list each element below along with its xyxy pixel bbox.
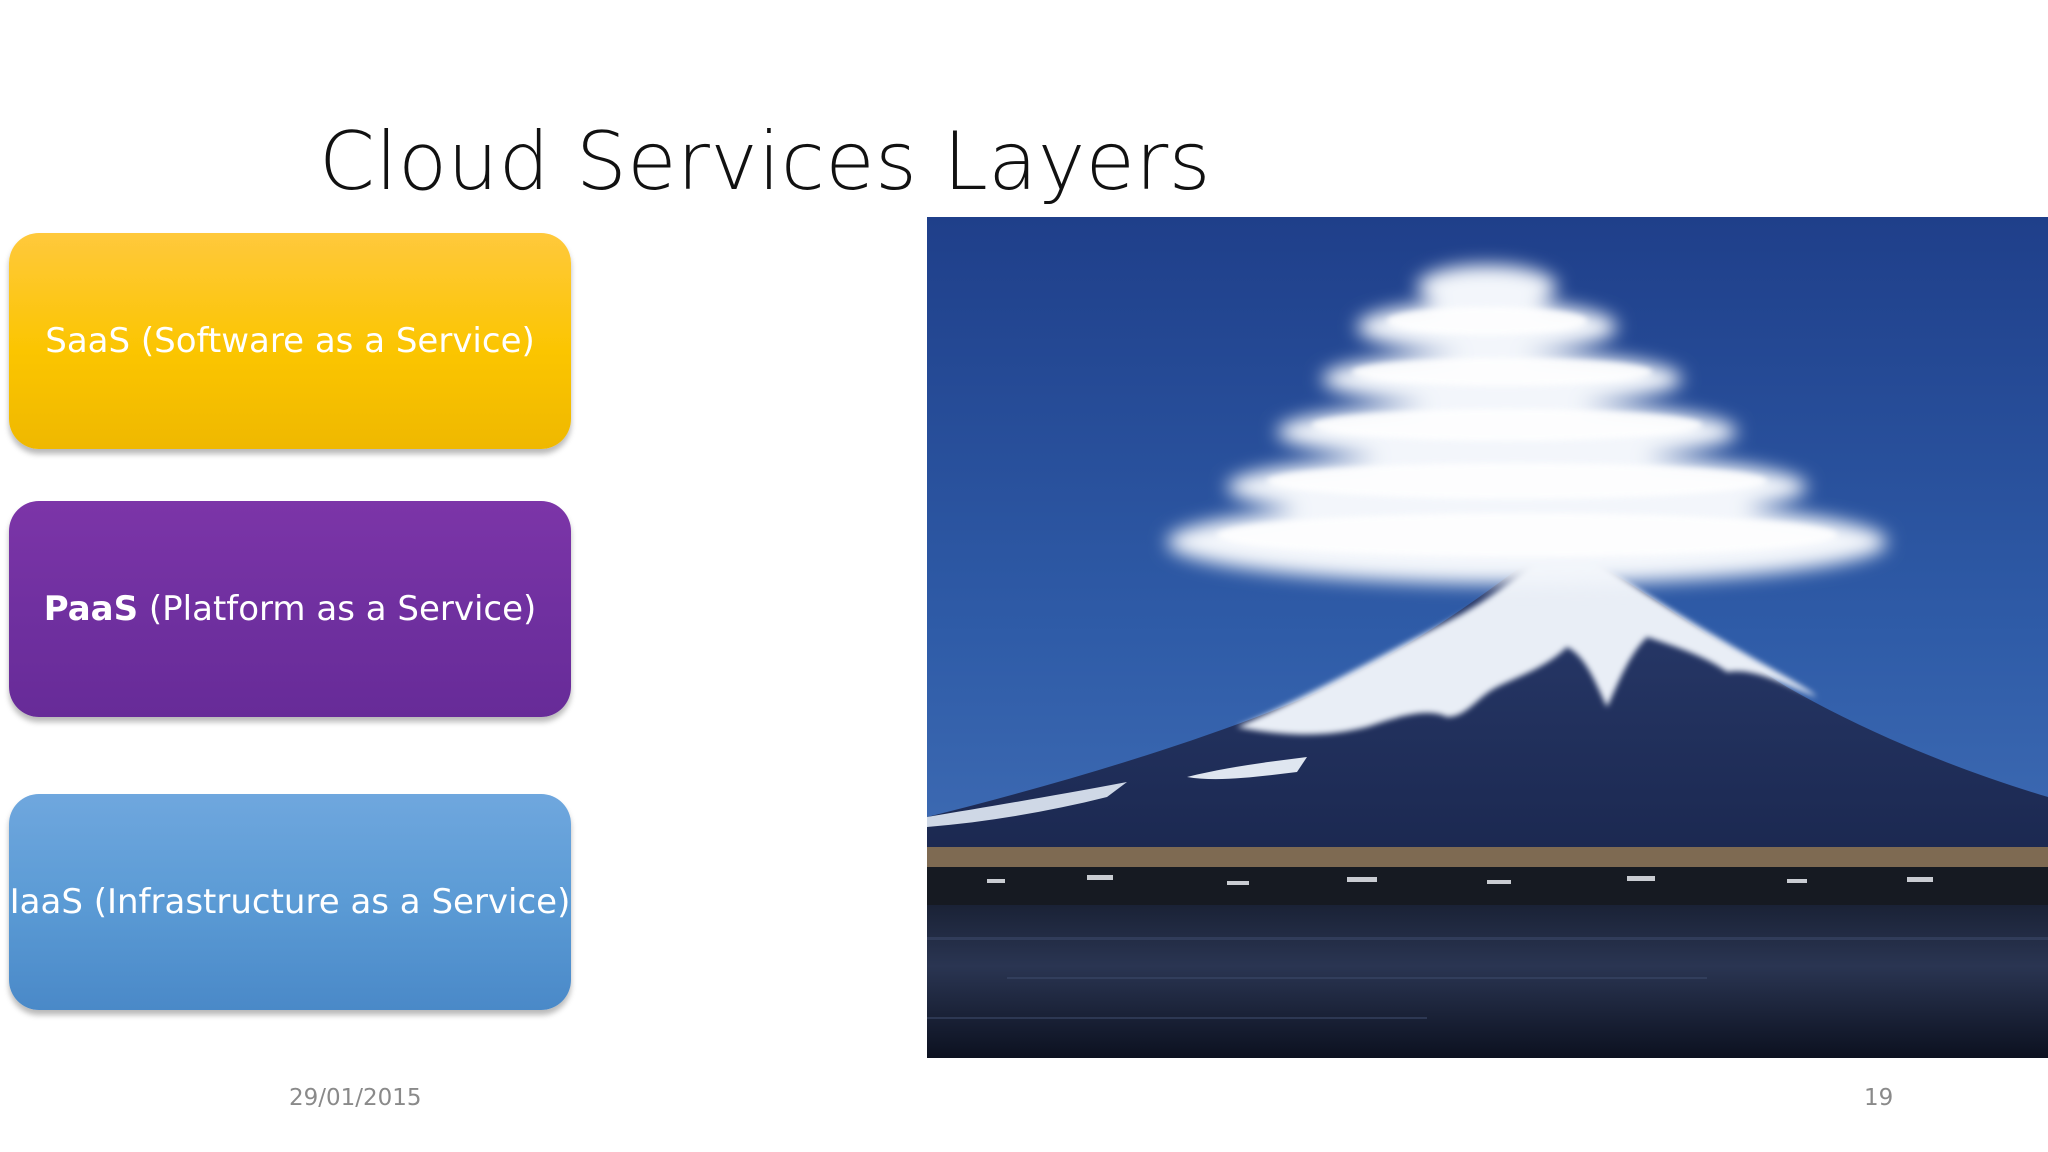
iaas-description: (Infrastructure as a Service) (82, 882, 571, 922)
paas-description: (Platform as a Service) (138, 589, 537, 629)
paas-layer-box: PaaS (Platform as a Service) (9, 501, 571, 717)
saas-layer-box: SaaS (Software as a Service) (9, 233, 571, 449)
slide-title: Cloud Services Layers (319, 115, 1211, 208)
saas-description: (Software as a Service) (130, 321, 535, 361)
footer-date: 29/01/2015 (289, 1085, 422, 1111)
mountain-cloud-photo (927, 217, 2048, 1058)
iaas-abbr: IaaS (9, 882, 83, 922)
page-number: 19 (1864, 1085, 1894, 1111)
iaas-layer-box: IaaS (Infrastructure as a Service) (9, 794, 571, 1010)
saas-abbr: SaaS (45, 321, 131, 361)
paas-abbr: PaaS (43, 589, 139, 629)
